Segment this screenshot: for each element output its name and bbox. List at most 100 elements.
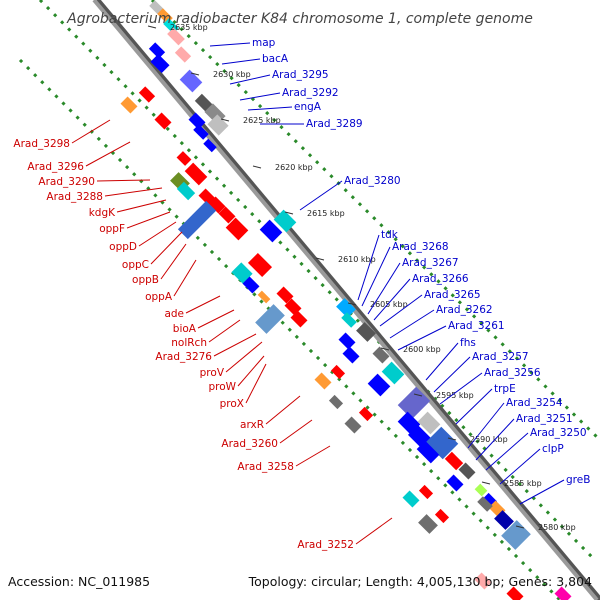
tick-mark-2 — [220, 118, 230, 122]
tick-label-1: 2630 kbp — [213, 70, 251, 79]
leader-fwd-13 — [397, 325, 447, 351]
leader-rev-20 — [355, 517, 393, 545]
gene-label-clpP: clpP — [542, 443, 564, 455]
map-title: Agrobacterium radiobacter K84 chromosome… — [66, 11, 533, 27]
leader-rev-7 — [150, 231, 183, 265]
gene-feature-56 — [458, 462, 476, 480]
gene-feature-36 — [336, 298, 356, 318]
gene-label-Arad_3290: Arad_3290 — [38, 176, 95, 188]
gene-feature-57 — [446, 474, 464, 492]
gene-label-bioA: bioA — [173, 323, 197, 335]
leader-fwd-20 — [485, 432, 529, 471]
leader-fwd-19 — [475, 418, 515, 461]
gene-feature-70 — [554, 586, 572, 600]
leader-rev-0 — [71, 119, 111, 144]
gene-feature-30 — [242, 276, 260, 294]
gene-label-Arad_3261: Arad_3261 — [448, 320, 505, 332]
gene-label-fhs: fhs — [460, 337, 476, 349]
gene-feature-20 — [176, 181, 196, 201]
gene-feature-64 — [402, 490, 420, 508]
gene-label-arxR: arxR — [240, 419, 264, 431]
gene-feature-7 — [179, 69, 203, 93]
gene-feature-31 — [276, 286, 294, 304]
gene-feature-8 — [138, 86, 156, 103]
gene-feature-41 — [372, 346, 390, 364]
leader-rev-4 — [116, 199, 167, 213]
gene-label-Arad_3260: Arad_3260 — [221, 438, 278, 450]
gene-feature-13 — [193, 124, 209, 140]
gene-feature-11 — [188, 112, 206, 130]
leader-fwd-8 — [361, 246, 391, 307]
gene-feature-55 — [444, 451, 464, 471]
gene-label-oppD: oppD — [109, 241, 137, 253]
gene-feature-35 — [255, 304, 285, 334]
gene-label-Arad_3288: Arad_3288 — [46, 191, 103, 203]
gene-label-Arad_3289: Arad_3289 — [306, 118, 363, 130]
gene-label-Arad_3266: Arad_3266 — [412, 273, 469, 285]
gene-label-Arad_3276: Arad_3276 — [155, 351, 212, 363]
tick-label-0: 2635 kbp — [170, 23, 208, 32]
backbone-shadow — [94, 0, 600, 600]
gene-label-bacA: bacA — [262, 53, 289, 65]
gene-feature-15 — [154, 112, 172, 130]
gene-feature-45 — [330, 364, 346, 380]
tick-label-4: 2615 kbp — [307, 209, 345, 218]
gene-feature-33 — [290, 310, 308, 328]
gene-feature-29 — [231, 262, 253, 284]
gene-label-Arad_3265: Arad_3265 — [424, 289, 481, 301]
gene-labels: mapbacAArad_3295Arad_3292engAArad_3289Ar… — [13, 37, 590, 551]
gene-feature-4 — [148, 42, 166, 59]
gene-label-nolRch: nolRch — [171, 337, 207, 349]
gene-feature-39 — [338, 332, 356, 350]
gene-label-oppB: oppB — [132, 274, 159, 286]
tick-label-5: 2610 kbp — [338, 255, 376, 264]
leader-rev-19 — [295, 445, 331, 467]
tick-mark-1 — [190, 72, 200, 76]
leader-fwd-17 — [455, 388, 493, 425]
gene-label-trpE: trpE — [494, 383, 516, 395]
gene-feature-3 — [167, 27, 185, 46]
leader-fwd-21 — [499, 448, 541, 485]
gene-label-greB: greB — [566, 474, 590, 486]
gene-feature-23 — [218, 206, 236, 224]
accession-text: Accession: NC_011985 — [8, 574, 150, 589]
leader-rev-5 — [126, 211, 171, 229]
leader-fwd-9 — [367, 262, 401, 315]
leader-rev-6 — [138, 221, 177, 247]
tick-mark-9 — [447, 437, 457, 441]
leader-fwd-2 — [229, 74, 271, 85]
leader-rev-10 — [185, 295, 221, 314]
gene-feature-47 — [358, 406, 374, 422]
leader-rev-3 — [104, 187, 163, 197]
gene-feature-24 — [225, 217, 249, 241]
gene-label-Arad_3267: Arad_3267 — [402, 257, 459, 269]
leader-rev-13 — [213, 333, 257, 357]
gene-label-Arad_3292: Arad_3292 — [282, 87, 339, 99]
gene-feature-42 — [381, 361, 405, 385]
gene-label-oppF: oppF — [99, 223, 125, 235]
leader-fwd-10 — [373, 278, 411, 321]
leader-rev-18 — [279, 419, 313, 444]
leader-fwd-16 — [439, 372, 483, 405]
tick-mark-4 — [284, 211, 294, 215]
tick-mark-3 — [252, 165, 262, 169]
gene-feature-6 — [150, 53, 170, 74]
leader-rev-15 — [237, 355, 265, 387]
leader-fwd-15 — [433, 356, 471, 393]
gene-feature-63 — [477, 496, 493, 512]
gene-feature-66 — [418, 514, 438, 534]
leader-fwd-11 — [379, 294, 423, 327]
gene-feature-65 — [418, 484, 434, 500]
track-dots — [18, 0, 600, 600]
tick-label-2: 2625 kbp — [243, 116, 281, 125]
leader-rev-9 — [173, 259, 197, 297]
genome-summary-text: Topology: circular; Length: 4,005,130 bp… — [248, 574, 592, 589]
leader-fwd-1 — [221, 58, 261, 65]
tick-label-9: 2590 kbp — [470, 435, 508, 444]
leader-rev-1 — [85, 141, 131, 167]
dotted-guide-0 — [38, 0, 597, 562]
gene-feature-5 — [174, 46, 192, 63]
tick-mark-11 — [515, 525, 525, 529]
gene-feature-46 — [328, 394, 344, 410]
label-leaders — [71, 42, 565, 545]
